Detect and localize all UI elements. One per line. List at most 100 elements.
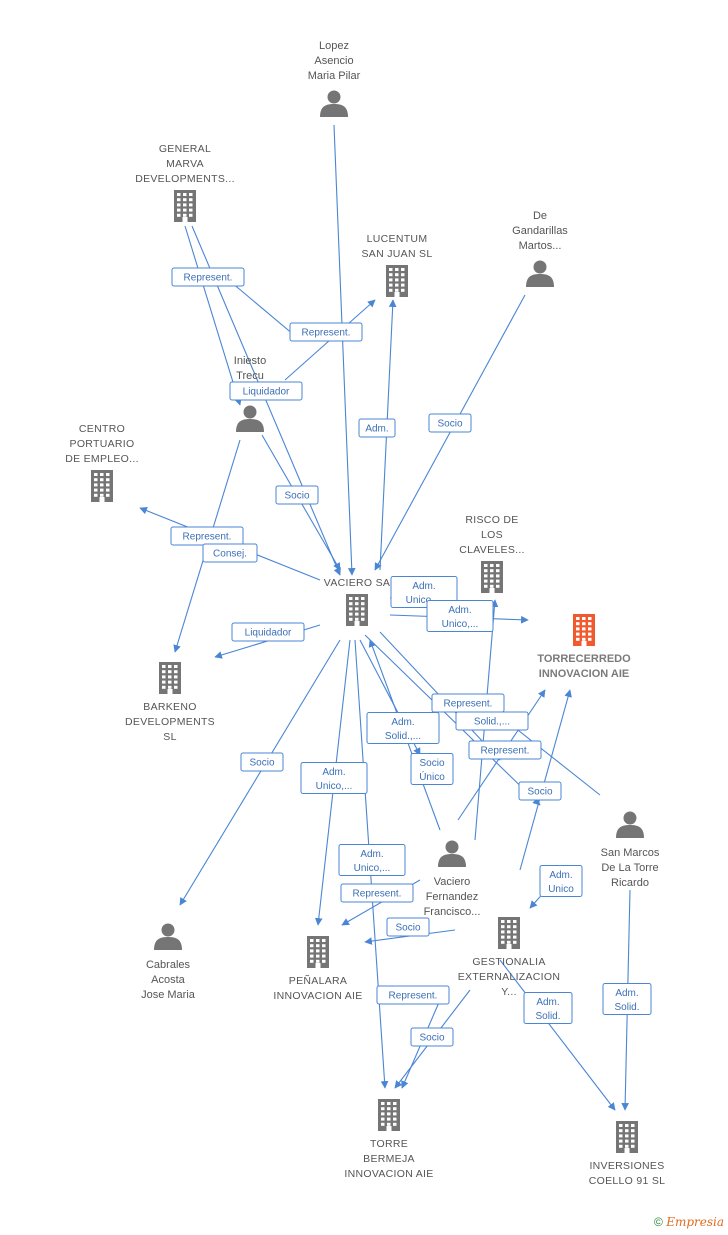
node-label: Fernandez	[426, 891, 479, 903]
edge-label-text: Unico,...	[354, 863, 391, 874]
node-label: TORRE	[370, 1138, 408, 1150]
edge-label-text: Unico,...	[316, 781, 353, 792]
edge-label-text: Adm.	[391, 717, 414, 728]
edge-label[interactable]: Adm. Unico,...	[390, 576, 458, 608]
edge-label-text: Socio	[284, 491, 309, 502]
edge-label[interactable]: Adm.Unico,...	[300, 762, 368, 794]
person-icon	[236, 405, 264, 432]
node-label: CENTRO	[79, 423, 125, 435]
edge-label[interactable]: Adm. Unico,...	[338, 844, 406, 876]
edge-label-text: Represent.	[481, 746, 530, 757]
edge-label-text: Liquidador	[245, 628, 292, 639]
relationship-edge	[184, 225, 242, 406]
company-node[interactable]: GESTIONALIAEXTERNALIZACIONY...	[458, 917, 561, 998]
edge-label[interactable]: Represent.	[468, 740, 542, 760]
node-label: INNOVACION AIE	[273, 990, 362, 1002]
edge-label[interactable]: Represent.	[170, 526, 244, 546]
edge-label-text: Unico,...	[406, 595, 443, 606]
edge-label[interactable]: Adm.Unico	[539, 865, 583, 897]
node-label: Jose Maria	[141, 989, 196, 1001]
node-label: Acosta	[151, 974, 186, 986]
edge-label-text: Solid.,...	[474, 717, 510, 728]
edge-label[interactable]: Consej.	[202, 543, 258, 563]
edge-label-text: Adm.	[615, 988, 638, 999]
edge-label[interactable]: Liquidador	[229, 381, 303, 401]
edge-label[interactable]: Represent.	[376, 985, 450, 1005]
node-label: Lopez	[319, 40, 349, 52]
relationship-edge	[499, 959, 616, 1111]
edge-label-text: Represent.	[353, 889, 402, 900]
edge-label[interactable]: Socio	[518, 781, 562, 801]
person-node[interactable]: DeGandarillasMartos...	[512, 210, 568, 287]
edge-label[interactable]: Represent.	[289, 322, 363, 342]
edge-label[interactable]: Socio	[428, 413, 472, 433]
company-node[interactable]: GENERALMARVADEVELOPMENTS...	[135, 143, 235, 222]
edge-label[interactable]: Adm.	[358, 418, 396, 438]
brand-logo[interactable]: Empresia	[666, 1215, 724, 1229]
edge-label-text: Adm.	[448, 605, 471, 616]
node-label: SAN JUAN SL	[362, 248, 433, 260]
edge-label-text: Represent.	[183, 532, 232, 543]
node-label: GENERAL	[159, 143, 211, 155]
node-label: Asencio	[314, 55, 353, 67]
edge-label[interactable]: Represent.	[340, 883, 414, 903]
edge-label-text: Liquidador	[243, 387, 290, 398]
building-icon	[91, 470, 113, 502]
edge-label[interactable]: Adm. Solid.	[602, 983, 652, 1015]
edge-label[interactable]: Represent.	[431, 693, 505, 713]
building-icon	[616, 1121, 638, 1153]
edge-label[interactable]: Adm. Unico,...	[426, 600, 494, 632]
edge-label[interactable]: Represent.	[171, 267, 245, 287]
edge-label[interactable]: Socio	[410, 1027, 454, 1047]
edge-label[interactable]: Adm.Solid.,...	[366, 712, 440, 744]
edge-label[interactable]: Solid.,...	[455, 711, 529, 731]
edge-label-text: Socio	[419, 1033, 444, 1044]
node-label: Francisco...	[424, 906, 481, 918]
node-label: INNOVACION AIE	[539, 668, 629, 680]
node-label: EXTERNALIZACION	[458, 971, 561, 983]
node-label: GESTIONALIA	[472, 956, 545, 968]
edge-label-text: Socio	[419, 758, 444, 769]
company-node[interactable]: VACIERO SA	[324, 577, 390, 626]
building-icon	[174, 190, 196, 222]
relationship-edge	[364, 634, 541, 806]
edge-label-text: Solid.	[614, 1002, 639, 1013]
edge-label[interactable]: Adm.Solid.	[523, 992, 573, 1024]
edge-label-text: Unico	[548, 884, 574, 895]
edge-label-text: Socio	[437, 419, 462, 430]
edge-label[interactable]: Liquidador	[231, 622, 305, 642]
building-icon	[573, 614, 595, 646]
company-node[interactable]: RISCO DELOSCLAVELES...	[459, 514, 525, 593]
edge-label-text: Adm.	[536, 997, 559, 1008]
building-icon	[481, 561, 503, 593]
edge-label-text: Unico,...	[442, 619, 479, 630]
edge-label-text: Adm.	[360, 849, 383, 860]
relationship-edge	[179, 639, 341, 906]
node-label: MARVA	[166, 158, 204, 170]
node-label: VACIERO SA	[324, 577, 390, 589]
copyright-symbol: ©	[654, 1215, 663, 1229]
edge-label-text: Represent.	[184, 273, 233, 284]
node-label: CLAVELES...	[459, 544, 525, 556]
edge-label-text: Adm.	[412, 581, 435, 592]
edge-label[interactable]: Socio	[240, 752, 284, 772]
person-icon	[154, 923, 182, 950]
node-label: Cabrales	[146, 959, 191, 971]
person-node[interactable]: VacieroFernandezFrancisco...	[424, 840, 481, 919]
node-label: INVERSIONES	[589, 1160, 664, 1172]
edge-label-text: Socio	[395, 923, 420, 934]
edge-label[interactable]: Socio	[386, 917, 430, 937]
edge-label[interactable]: Socio	[275, 485, 319, 505]
node-label: Ricardo	[611, 877, 649, 889]
